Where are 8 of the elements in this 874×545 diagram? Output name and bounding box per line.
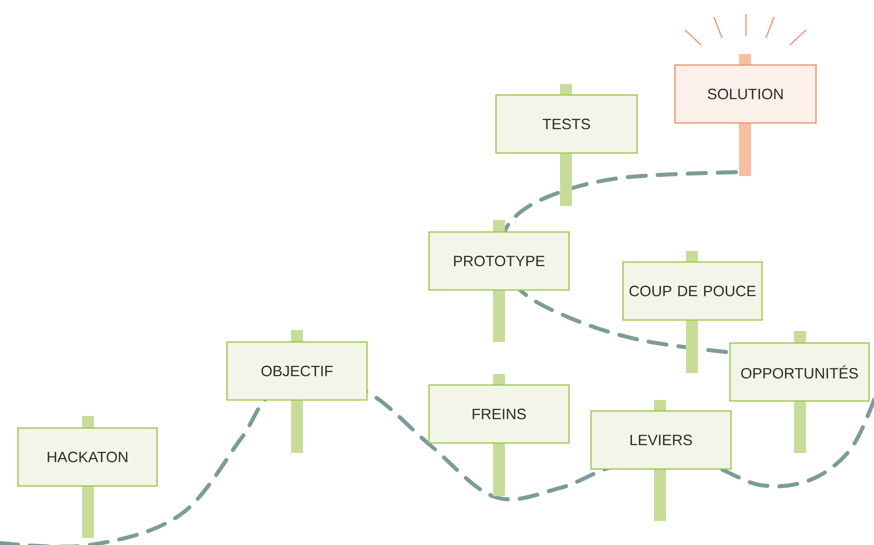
signpost: HACKATON	[17, 416, 158, 538]
signpost: PROTOTYPE	[428, 220, 570, 342]
signpost: TESTS	[495, 84, 638, 206]
signpost: FREINS	[428, 374, 570, 496]
signpost: OPPORTUNITÉS	[729, 330, 870, 453]
signpost: SOLUTION	[674, 54, 817, 176]
signpost: LEVIERS	[590, 400, 732, 521]
signpost: OBJECTIF	[226, 330, 368, 453]
